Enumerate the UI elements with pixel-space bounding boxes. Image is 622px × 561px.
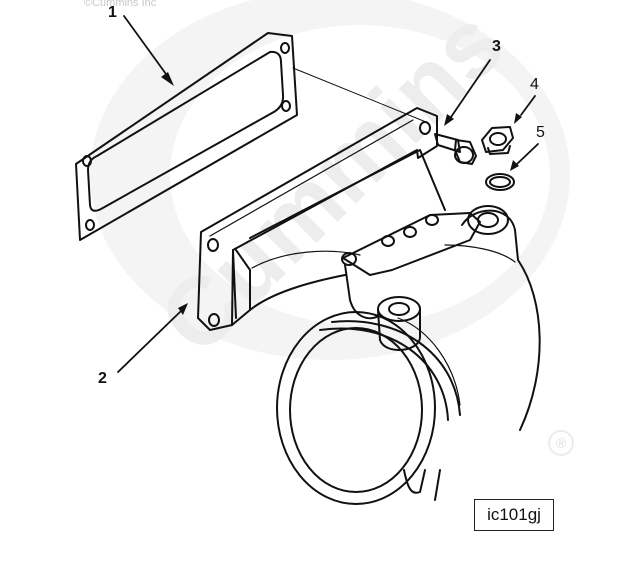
callout-part-2: 2 <box>98 370 107 387</box>
copyright-text: ©Cummins Inc <box>84 0 157 9</box>
o-ring-part-5 <box>485 173 515 191</box>
callout-part-1: 1 <box>108 4 117 21</box>
outlet-housing-part-2 <box>197 107 541 505</box>
registered-mark: ® <box>548 430 574 456</box>
callout-part-4: 4 <box>530 76 539 93</box>
figure-reference-box: ic101gj <box>474 499 554 531</box>
callout-part-5: 5 <box>536 124 545 141</box>
leader-lines <box>117 15 539 373</box>
gasket-part-1 <box>75 32 298 241</box>
cummins-watermark: Cummins <box>90 0 570 374</box>
leader-arrowheads <box>161 72 522 315</box>
plug-part-4 <box>481 126 514 155</box>
callout-part-3: 3 <box>492 38 501 55</box>
bolt-part-3 <box>434 133 477 165</box>
